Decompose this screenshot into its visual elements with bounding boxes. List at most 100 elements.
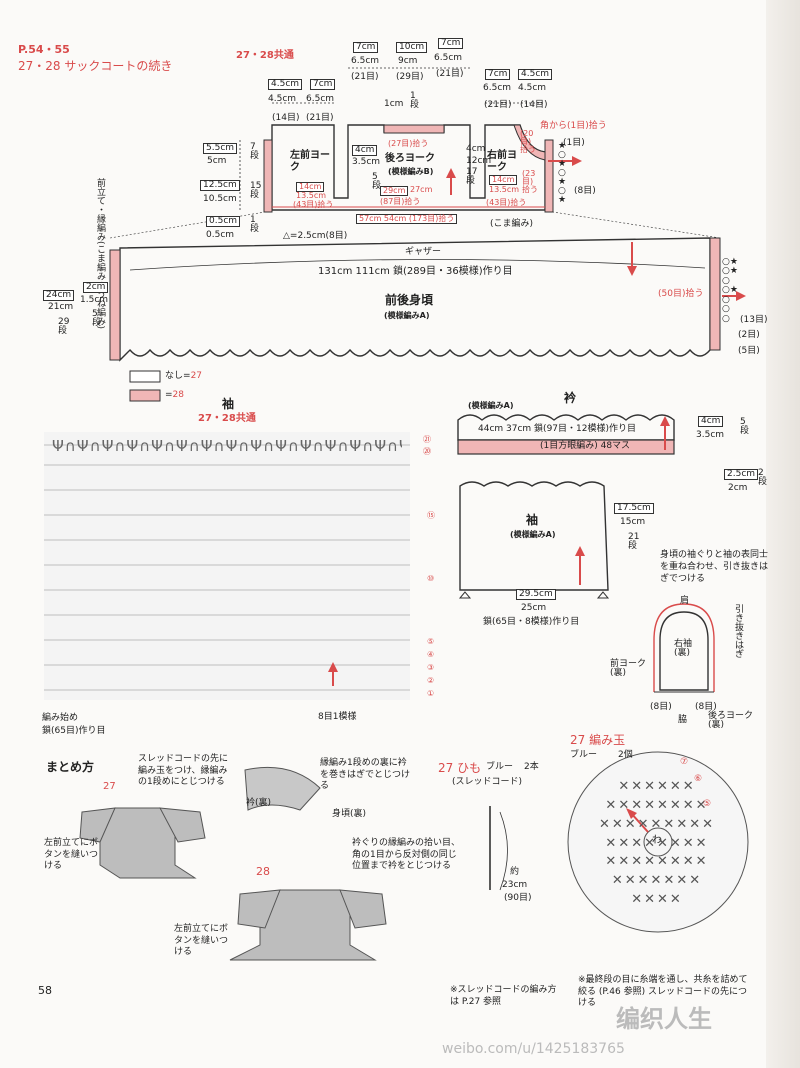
row-15: ⑮ — [427, 511, 435, 520]
yoke-bottom: 57cm 54cm (173目)拾う — [356, 214, 458, 224]
eight-right: (8目) — [695, 702, 717, 712]
sleeve-chart-title: 袖 — [222, 397, 235, 411]
left-cell-1a: 4.5cm — [268, 79, 303, 90]
body-right-13: (13目) — [740, 315, 768, 325]
garter-label: (こま編み) — [490, 219, 534, 229]
collar-title: 衿 — [564, 391, 577, 405]
eight-left: (8目) — [650, 702, 672, 712]
finish-note2: 縁編み1段めの裏に衿を巻きはぎでとじつける — [320, 758, 411, 792]
body-pattern: (模様編みA) — [384, 311, 430, 320]
pick-14cm-left: 14cm — [296, 182, 325, 192]
triangle-note: △=2.5cm(8目) — [283, 231, 348, 241]
right-cell-2c: (14目) — [520, 100, 548, 110]
neck-drop: 1cm — [384, 99, 404, 109]
sleeve-dim-c: 21段 — [628, 532, 640, 551]
back-yoke-back: 後ろヨーク(裏) — [708, 711, 754, 730]
top-cell-2b: 9cm — [398, 56, 418, 66]
neck-rows: 1段 — [410, 91, 420, 110]
pick-43-right: (43目)拾う — [486, 198, 527, 207]
left-side-2a: 12.5cm — [200, 180, 240, 191]
ball-center: わ — [652, 835, 662, 846]
body-right-5: (5目) — [738, 346, 760, 356]
finish-note3: 衿ぐりの縁編みの拾い目、角の1目から反対側の同じ位置まで衿をとじつける — [352, 838, 461, 872]
pick-27cm: 27cm — [410, 185, 433, 194]
armhole-b: 3.5cm — [352, 157, 381, 167]
body-back-label: 身頃(裏) — [332, 809, 367, 819]
body-left-b: 21cm — [48, 302, 74, 312]
sleeve-dim-b: 15cm — [620, 517, 646, 527]
row-21: ㉑ — [423, 435, 431, 444]
right-front-yoke: 右前ヨーク — [487, 150, 517, 173]
left-front-yoke: 左前ヨーク — [290, 150, 330, 173]
pick-29cm: 29cm — [380, 186, 409, 196]
row-5: ⑤ — [427, 637, 435, 646]
sleeve-width-a: 29.5cm — [516, 589, 556, 600]
edge-a: 2cm — [83, 282, 109, 293]
chart-start: 編み始め — [42, 713, 79, 723]
cord-len2: 23cm — [502, 880, 528, 890]
top-cell-1c: (21目) — [351, 72, 379, 82]
body-chain: 131cm 111cm 鎖(289目・36模様)作り目 — [318, 266, 513, 277]
right-cell-1a: 7cm — [485, 69, 511, 80]
next-page-edge — [766, 0, 800, 1068]
top-cell-1a: 7cm — [353, 42, 379, 53]
top-cell-3b: 6.5cm — [434, 53, 463, 63]
left-cell-1b: 4.5cm — [268, 94, 297, 104]
armhole-a: 4cm — [352, 145, 378, 156]
right-cell-2a: 4.5cm — [518, 69, 553, 80]
finish-title: まとめ方 — [46, 760, 95, 774]
top-cell-3a: 7cm — [438, 38, 464, 49]
right-sleeve-back: 右袖(裏) — [674, 639, 693, 658]
ball-stitch-marks: ✕✕✕✕✕✕ ✕✕✕✕✕✕✕✕ ✕✕✕✕✕✕✕✕✕ ✕✕✕✕✕✕✕✕ ✕✕✕✕✕… — [598, 779, 716, 908]
top-cell-2c: (29目) — [396, 72, 424, 82]
watermark-url: weibo.com/u/1425183765 — [442, 1041, 625, 1057]
collar-pattern: (模様編みA) — [468, 401, 514, 410]
ball-title: 27 編み玉 — [570, 733, 626, 747]
left-edge-title: 前立て・縁編み(こま編みのうね編み) — [95, 178, 105, 330]
right-cell-1c: (21目) — [484, 100, 512, 110]
finish-27: 27 — [103, 781, 116, 792]
legend-28: =28 — [165, 390, 184, 400]
body-right-stars: ○★○★○○★○○○ — [722, 257, 738, 324]
collar-dim2-a: 2.5cm — [724, 469, 759, 480]
sleeve-width-b: 25cm — [521, 603, 547, 613]
side-label: 脇 — [678, 715, 688, 725]
attach-note: 身頃の袖ぐりと袖の表同士を重ね合わせ、引き抜きはぎでつける — [660, 550, 769, 585]
collar-back-label: 衿(裏) — [246, 798, 272, 808]
mark-1: (1目) — [563, 138, 585, 148]
cord-color: ブルー — [486, 762, 514, 772]
collar-dim2-b: 2cm — [728, 483, 748, 493]
ball-qty: 2個 — [618, 750, 633, 760]
top-cell-2a: 10cm — [396, 42, 428, 53]
mark-8: (8目) — [574, 186, 596, 196]
page-ref: P.54・55 — [18, 43, 70, 56]
pick-87: (87目)拾う — [380, 197, 421, 206]
page-title: 27・28 サックコートの続き — [18, 59, 173, 73]
r-armhole-a: 4cm — [466, 144, 486, 154]
pick-43-left: (43目)拾う — [293, 200, 334, 209]
body-right-pick: (50目)拾う — [658, 289, 704, 299]
right-cell-1b: 6.5cm — [483, 83, 512, 93]
edge-b: 1.5cm — [80, 295, 109, 305]
gather-label: ギャザー — [405, 247, 442, 257]
left-side-2c: 15段 — [250, 181, 262, 200]
page-number: 58 — [38, 984, 52, 997]
yoke-common-label: 27・28共通 — [236, 50, 294, 61]
finish-button2: 左前立てにボタンを縫いつける — [174, 924, 229, 958]
left-side-1c: 7段 — [250, 142, 260, 161]
chart-repeat: 8目1模様 — [318, 712, 357, 722]
left-side-3a: 0.5cm — [206, 216, 241, 227]
corner-pick: 角から(1目)拾う — [540, 121, 607, 131]
row-3: ③ — [427, 663, 435, 672]
left-side-2b: 10.5cm — [203, 194, 237, 204]
collar-dim-b: 3.5cm — [696, 430, 725, 440]
left-cell-1c: (14目) — [272, 113, 300, 123]
collar-dim2-c: 2段 — [758, 468, 768, 487]
row-10: ⑩ — [427, 574, 435, 583]
pick-135-left: 13.5cm — [296, 191, 327, 200]
ball-row-7: ⑦ — [680, 757, 689, 767]
legend-none: なし=27 — [165, 371, 203, 381]
sleeve-pattern: (模様編みA) — [510, 530, 556, 539]
body-name: 前後身頃 — [385, 293, 434, 307]
